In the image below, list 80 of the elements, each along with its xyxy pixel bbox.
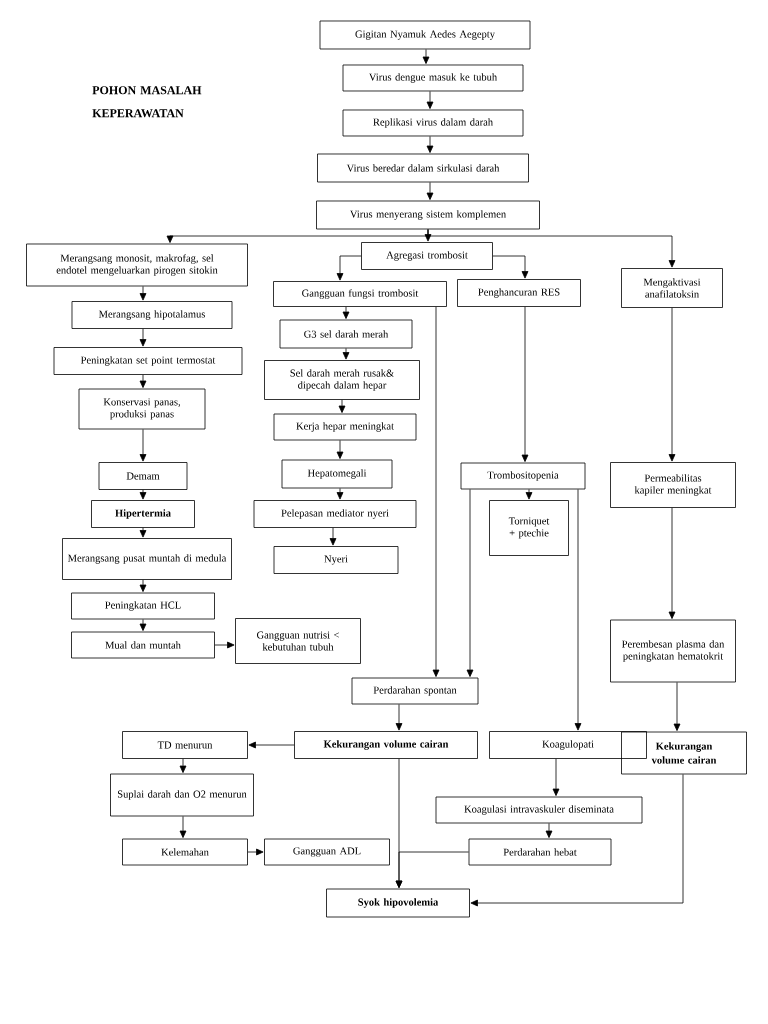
arrow xyxy=(248,741,295,749)
process-box: TD menurun xyxy=(122,731,248,759)
process-box: Gangguan nutrisi < kebutuhan tubuh xyxy=(235,618,361,664)
arrow xyxy=(139,579,147,592)
arrow xyxy=(525,489,533,500)
arrow xyxy=(139,374,147,388)
arrow xyxy=(492,255,529,279)
arrow xyxy=(336,255,362,281)
arrow xyxy=(336,440,344,459)
process-box: Trombositopenia xyxy=(460,462,586,490)
arrow xyxy=(426,91,434,109)
arrow xyxy=(668,507,676,619)
arrow xyxy=(139,527,147,538)
arrow xyxy=(673,682,681,731)
process-box: Kerja hepar meningkat xyxy=(273,413,417,441)
process-box: Konservasi panas, produksi panas xyxy=(78,388,206,430)
process-box: Syok hipovolemia xyxy=(326,888,470,918)
arrow xyxy=(668,307,676,462)
process-box: Peningkatan HCL xyxy=(71,592,215,620)
arrow xyxy=(342,348,350,360)
arrow xyxy=(395,851,469,888)
arrow xyxy=(139,286,147,301)
arrow xyxy=(342,306,350,319)
process-box: Peningkatan set point termostat xyxy=(53,347,243,375)
arrow xyxy=(338,399,346,413)
process-box: Penghancuran RES xyxy=(457,279,581,307)
arrow xyxy=(139,328,147,347)
arrow xyxy=(139,489,147,500)
process-box: Gigitan Nyamuk Aedes Aegepty xyxy=(319,20,531,50)
process-box: Virus beredar dalam sirkulasi darah xyxy=(317,153,529,183)
process-box: Hepatomegali xyxy=(281,459,393,489)
arrow xyxy=(179,816,187,838)
process-box: G3 sel darah merah xyxy=(279,319,413,349)
arrow xyxy=(426,182,434,200)
process-box: Merangsang pusat muntah di medula xyxy=(62,538,232,580)
arrow xyxy=(422,49,430,64)
process-box: Pelepasan mediator nyeri xyxy=(253,500,417,528)
arrow xyxy=(139,429,147,462)
process-box: Suplai darah dan O2 menurun xyxy=(110,773,254,817)
process-box: Kekurangan volume cairan xyxy=(294,731,478,759)
arrow xyxy=(179,758,187,773)
process-box: Gangguan fungsi trombosit xyxy=(273,281,447,307)
process-box: Merangsang monosit, makrofag, sel endotel mengeluarkan pirogen sitokin xyxy=(26,243,248,287)
arrow xyxy=(139,619,147,631)
process-box: Merangsang hipotalamus xyxy=(71,301,233,329)
process-box: Mual dan muntah xyxy=(71,631,215,659)
arrow xyxy=(545,823,553,838)
process-box: Mengaktivasi anafilatoksin xyxy=(621,268,723,308)
process-box: Virus menyerang sistem komplemen xyxy=(316,200,540,230)
arrow xyxy=(336,488,344,500)
process-box: Kekurangan volume cairan xyxy=(621,731,747,775)
process-box: Replikasi virus dalam darah xyxy=(342,109,524,137)
arrow xyxy=(574,489,582,731)
arrow xyxy=(427,229,676,268)
process-box: Perembesan plasma dan peningkatan hematokrit xyxy=(610,619,736,683)
arrow xyxy=(247,848,264,856)
process-box: Perdarahan spontan xyxy=(351,677,479,705)
arrow xyxy=(426,136,434,153)
arrow xyxy=(521,306,529,462)
process-box: Agregasi trombosit xyxy=(361,242,493,270)
arrow xyxy=(214,641,235,649)
process-box: Demam xyxy=(98,462,188,490)
process-box: Perdarahan hebat xyxy=(468,838,612,866)
arrow xyxy=(329,527,337,546)
process-box: Gangguan ADL xyxy=(264,838,390,866)
process-box: Hipertermia xyxy=(91,500,195,528)
title: POHON MASALAH KEPERAWATAN xyxy=(92,86,202,118)
process-box: Permeabilitas kapiler meningkat xyxy=(610,462,736,508)
process-box: Virus dengue masuk ke tubuh xyxy=(342,64,524,92)
arrow xyxy=(466,489,474,677)
process-box: Koagulopati xyxy=(489,731,647,759)
process-box: Koagulasi intravaskuler diseminata xyxy=(435,796,643,824)
process-box: Torniquet + ptechie xyxy=(489,500,569,556)
arrow xyxy=(470,774,684,907)
process-box: Nyeri xyxy=(273,546,399,574)
arrow xyxy=(432,306,440,677)
process-box: Kelemahan xyxy=(122,838,248,866)
arrow xyxy=(395,704,403,731)
arrow xyxy=(552,758,560,796)
process-box: Sel darah merah rusak& dipecah dalam hepar xyxy=(264,360,420,400)
